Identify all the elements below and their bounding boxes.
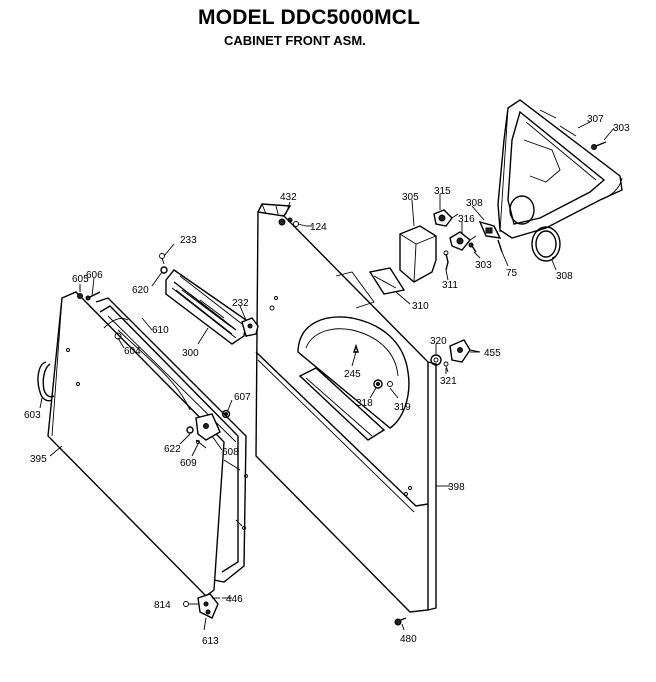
- label-622: 622: [164, 444, 181, 455]
- label-316: 316: [458, 214, 475, 225]
- screw-303-mid: [468, 242, 477, 253]
- screw-303-top: [591, 141, 607, 150]
- label-233: 233: [180, 235, 197, 246]
- door-inner-panel-610: [95, 297, 248, 583]
- label-232: 232: [232, 298, 249, 309]
- ring-308: [531, 226, 561, 262]
- strike-609: [195, 439, 207, 449]
- label-319: 319: [394, 402, 411, 413]
- label-300: 300: [182, 348, 199, 359]
- label-310: 310: [412, 301, 429, 312]
- latch-608: [195, 413, 221, 441]
- washer-319: [387, 381, 393, 387]
- label-398: 398: [448, 482, 465, 493]
- label-609: 609: [180, 458, 197, 469]
- label-124: 124: [310, 222, 327, 233]
- washer-620: [160, 266, 168, 274]
- label-613: 613: [202, 636, 219, 647]
- label-603: 603: [24, 410, 41, 421]
- label-607: 607: [234, 392, 251, 403]
- label-610: 610: [152, 325, 169, 336]
- label-432: 432: [280, 192, 297, 203]
- plate-310: [368, 267, 406, 295]
- door-handle-603: [37, 361, 55, 402]
- label-75: 75: [506, 268, 518, 279]
- screw-321: [443, 361, 449, 373]
- screw-607: [221, 409, 231, 419]
- hinge-613: [197, 593, 219, 619]
- knob-232: [241, 317, 259, 337]
- label-320: 320: [430, 336, 447, 347]
- clip-75: [497, 239, 503, 253]
- thermostat-315: [433, 209, 459, 227]
- clip-311: [443, 250, 449, 271]
- bracket-308: [478, 220, 502, 239]
- screw-622: [186, 426, 194, 434]
- screw-814: [183, 601, 198, 607]
- label-814: 814: [154, 600, 171, 611]
- label-605: 605: [72, 274, 89, 285]
- screw-480: [394, 617, 407, 626]
- screw-233: [159, 253, 165, 265]
- door-switch-455: [449, 339, 481, 363]
- duct-bulkhead-307: [497, 99, 623, 239]
- leader-lines: [39, 121, 615, 631]
- part-number-labels: 307 303 432 124 305 315 308 316 303 75 3…: [24, 114, 630, 647]
- lint-filter-300: [165, 269, 247, 345]
- diagram-subtitle: CABINET FRONT ASM.: [224, 33, 366, 48]
- label-303-top: 303: [613, 123, 630, 134]
- heater-cover-305: [399, 225, 437, 283]
- label-606: 606: [86, 270, 103, 281]
- label-620: 620: [132, 285, 149, 296]
- label-303-mid: 303: [475, 260, 492, 271]
- label-307: 307: [587, 114, 604, 125]
- label-315: 315: [434, 186, 451, 197]
- label-608: 608: [222, 447, 239, 458]
- label-480: 480: [400, 634, 417, 645]
- label-604: 604: [124, 346, 141, 357]
- label-311: 311: [442, 280, 458, 291]
- thermostat-316: [449, 231, 477, 251]
- screw-318: [373, 379, 383, 389]
- label-455: 455: [484, 348, 501, 359]
- label-245: 245: [344, 369, 361, 380]
- label-446: 446: [226, 594, 243, 605]
- label-318: 318: [356, 398, 373, 409]
- label-308-bracket: 308: [466, 198, 483, 209]
- label-321: 321: [440, 376, 457, 387]
- screw-124: [293, 221, 307, 227]
- screw-432: [278, 217, 293, 226]
- diagram-title: MODEL DDC5000MCL: [198, 6, 421, 29]
- washer-320: [430, 354, 442, 366]
- door-outer-395: [47, 291, 225, 597]
- label-305: 305: [402, 192, 419, 203]
- label-308-ring: 308: [556, 271, 573, 282]
- screw-606: [85, 291, 101, 301]
- label-395: 395: [30, 454, 47, 465]
